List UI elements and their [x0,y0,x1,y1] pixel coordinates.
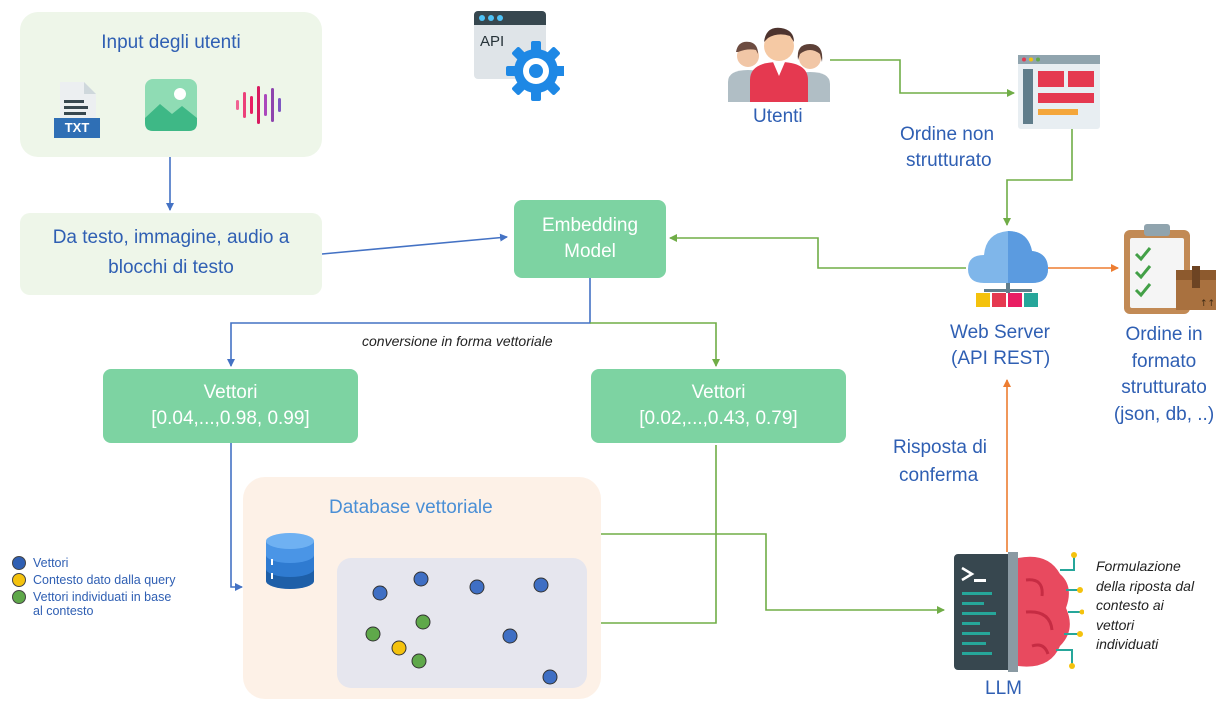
structured-order-line3: strutturato [1121,377,1207,398]
formulation-line4: vettori [1096,616,1135,633]
cloud-server-icon [966,225,1050,314]
api-settings-icon: API [474,11,566,106]
formulation-line2: della riposta dal [1096,577,1195,594]
vector-database-panel: Database vettoriale [243,477,601,699]
context-vector-dot [415,614,431,630]
unstructured-order-line2: strutturato [906,150,992,171]
users-label: Utenti [753,106,803,127]
structured-order-text: Ordine in formato strutturato (json, db,… [1100,322,1228,428]
vectors-right-values: [0.02,...,0.43, 0.79] [639,408,798,429]
legend-label: Vettori individuati in base [33,590,172,604]
vector-dot [542,669,558,685]
confirmation-line1: Risposta di [893,437,987,458]
clipboard-package-icon: ↑↑ [1120,222,1220,323]
users-group-icon [726,22,832,109]
vectors-left-title: Vettori [203,382,258,404]
txt-file-icon: TXT [52,80,102,147]
legend-item-found-vectors-cont: al contesto [12,604,175,618]
formulation-line1: Formulazione [1096,558,1181,574]
legend: Vettori Contesto dato dalla query Vettor… [12,556,175,621]
audio-wave-icon [234,84,288,131]
unstructured-order-line1: Ordine non [900,124,995,145]
vector-database-title: Database vettoriale [329,497,493,518]
image-file-icon [144,78,198,137]
order-form-icon [1018,55,1100,134]
database-icon [263,529,317,598]
formulation-line3: contesto ai [1096,597,1164,613]
vector-dot [533,577,549,593]
legend-item-found-vectors: Vettori individuati in base [12,590,175,604]
vector-dot [413,571,429,587]
llm-label: LLM [985,678,1022,699]
vectors-left-values: [0.04,...,0.98, 0.99] [151,408,310,429]
legend-blue-dot [12,556,26,570]
vectors-right-title: Vettori [691,382,746,404]
text-conversion-line2: blocchi di testo [108,257,234,278]
svg-text:↑↑: ↑↑ [1200,299,1215,309]
vector-conversion-label: conversione in forma vettoriale [362,333,553,349]
legend-label: Vettori [33,556,69,570]
structured-order-line4: (json, db, ..) [1113,403,1215,425]
vector-scatter-panel [337,558,587,688]
vector-dot [372,585,388,601]
txt-icon-label: TXT [64,120,90,135]
text-conversion-line1: Da testo, immagine, audio a [52,227,290,248]
embedding-model-line2: Model [564,241,616,262]
legend-item-query-context: Contesto dato dalla query [12,573,175,587]
confirmation-line2: conferma [899,465,979,486]
context-vector-dot [365,626,381,642]
legend-green-dot [12,590,26,604]
legend-label: Contesto dato dalla query [33,573,176,587]
legend-yellow-dot [12,573,26,587]
structured-order-line1: Ordine in [1125,324,1203,345]
vector-dot [502,628,518,644]
web-server-line1: Web Server [950,322,1050,343]
text-conversion-box: Da testo, immagine, audio a blocchi di t… [20,213,322,295]
web-server-line2: (API REST) [951,348,1051,369]
legend-label: al contesto [33,604,94,618]
llm-brain-icon [952,550,1085,679]
context-vector-dot [411,653,427,669]
vectors-right-box: Vettori [0.02,...,0.43, 0.79] [591,369,846,443]
formulation-line5: individuati [1096,636,1159,652]
input-panel: Input degli utenti TXT [20,12,322,157]
formulation-text: Formulazione della riposta dal contesto … [1096,557,1194,655]
vector-dot [469,579,485,595]
query-context-dot [391,640,407,656]
input-panel-title: Input degli utenti [101,32,241,53]
embedding-model-line1: Embedding [541,215,639,237]
vectors-left-box: Vettori [0.04,...,0.98, 0.99] [103,369,358,443]
embedding-model-box: Embedding Model [514,200,666,278]
structured-order-line2: formato [1131,350,1197,372]
api-icon-label: API [480,33,505,50]
legend-item-vectors: Vettori [12,556,175,570]
